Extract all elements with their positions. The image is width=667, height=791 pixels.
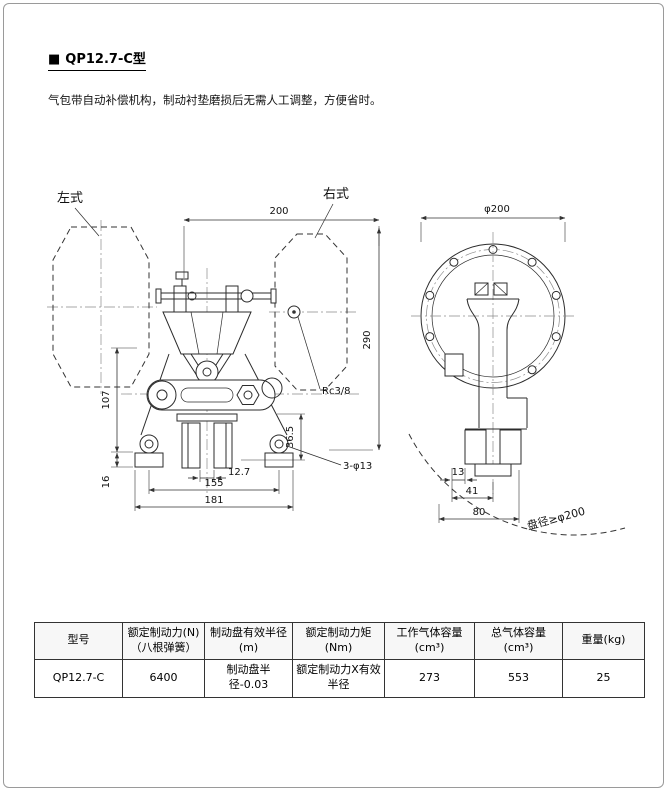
technical-drawing: 左式 右式 Rc3/8 <box>47 187 626 536</box>
disc-diameter-note: 盘径≥φ200 <box>525 504 586 533</box>
page-description: 气包带自动补偿机构，制动衬垫磨损后无需人工调整，方便省时。 <box>48 93 382 107</box>
right-airbag-outline: 右式 Rc3/8 <box>269 187 359 397</box>
cell-total-volume: 553 <box>474 658 563 698</box>
page-title-text: QP12.7-C型 <box>65 52 146 67</box>
disc-edge-arc <box>408 433 626 536</box>
dim-16-label: 16 <box>101 476 112 489</box>
col-header-model: 型号 <box>34 622 123 660</box>
cell-working-volume: 273 <box>384 658 475 698</box>
dim-200-label: 200 <box>269 206 288 217</box>
right-view-label: 右式 <box>323 187 349 202</box>
page-title: ■ QP12.7-C型 <box>48 48 146 71</box>
brake-pad-left <box>187 422 201 469</box>
col-header-rated-force: 额定制动力(N)（八根弹簧） <box>122 622 205 660</box>
dim-290-label: 290 <box>362 330 373 349</box>
side-pad-left <box>464 429 487 465</box>
cell-rated-torque: 额定制动力X有效半径 <box>292 658 385 698</box>
dim-80-label: 80 <box>473 507 486 518</box>
cell-effective-radius: 制动盘半径-0.03 <box>204 658 293 698</box>
mounting-holes-label: 3-φ13 <box>343 461 372 472</box>
title-bullet-icon: ■ <box>48 52 61 67</box>
page-border: ■ QP12.7-C型 气包带自动补偿机构，制动衬垫磨损后无需人工调整，方便省时。… <box>3 3 664 788</box>
col-header-rated-torque: 额定制动力矩(Nm) <box>292 622 385 660</box>
port-thread-label: Rc3/8 <box>322 386 351 397</box>
left-view-label: 左式 <box>57 191 83 206</box>
col-header-effective-radius: 制动盘有效半径(m) <box>204 622 293 660</box>
main-view-dimensions: 200 290 107 16 36.5 12.7 155 <box>101 206 382 511</box>
col-header-working-volume: 工作气体容量(cm³) <box>384 622 475 660</box>
hatched-pin-section <box>261 377 283 399</box>
main-view-drawing <box>121 268 359 496</box>
dim-13-label: 13 <box>452 467 465 478</box>
flange-view-drawing: φ200 <box>408 204 626 536</box>
left-airbag-outline: 左式 <box>47 191 157 394</box>
spec-table-data-row: QP12.7-C 6400 制动盘半径-0.03 额定制动力X有效半径 273 … <box>34 658 645 698</box>
cell-weight: 25 <box>562 658 645 698</box>
col-header-total-volume: 总气体容量(cm³) <box>474 622 563 660</box>
dim-12-7-label: 12.7 <box>228 467 250 478</box>
dim-155-label: 155 <box>204 478 223 489</box>
dim-41-label: 41 <box>466 486 479 497</box>
cell-rated-force: 6400 <box>122 658 205 698</box>
brake-pad-right <box>213 422 227 469</box>
dim-181-label: 181 <box>204 495 223 506</box>
dim-107-label: 107 <box>101 390 112 409</box>
spec-table: 型号 额定制动力(N)（八根弹簧） 制动盘有效半径(m) 额定制动力矩(Nm) … <box>34 622 645 698</box>
spec-table-header-row: 型号 额定制动力(N)（八根弹簧） 制动盘有效半径(m) 额定制动力矩(Nm) … <box>34 622 645 660</box>
dim-phi200-label: φ200 <box>484 204 510 215</box>
col-header-weight: 重量(kg) <box>562 622 645 660</box>
dim-36-5-label: 36.5 <box>285 426 296 448</box>
cell-model: QP12.7-C <box>34 658 123 698</box>
side-pad-right <box>499 429 522 465</box>
